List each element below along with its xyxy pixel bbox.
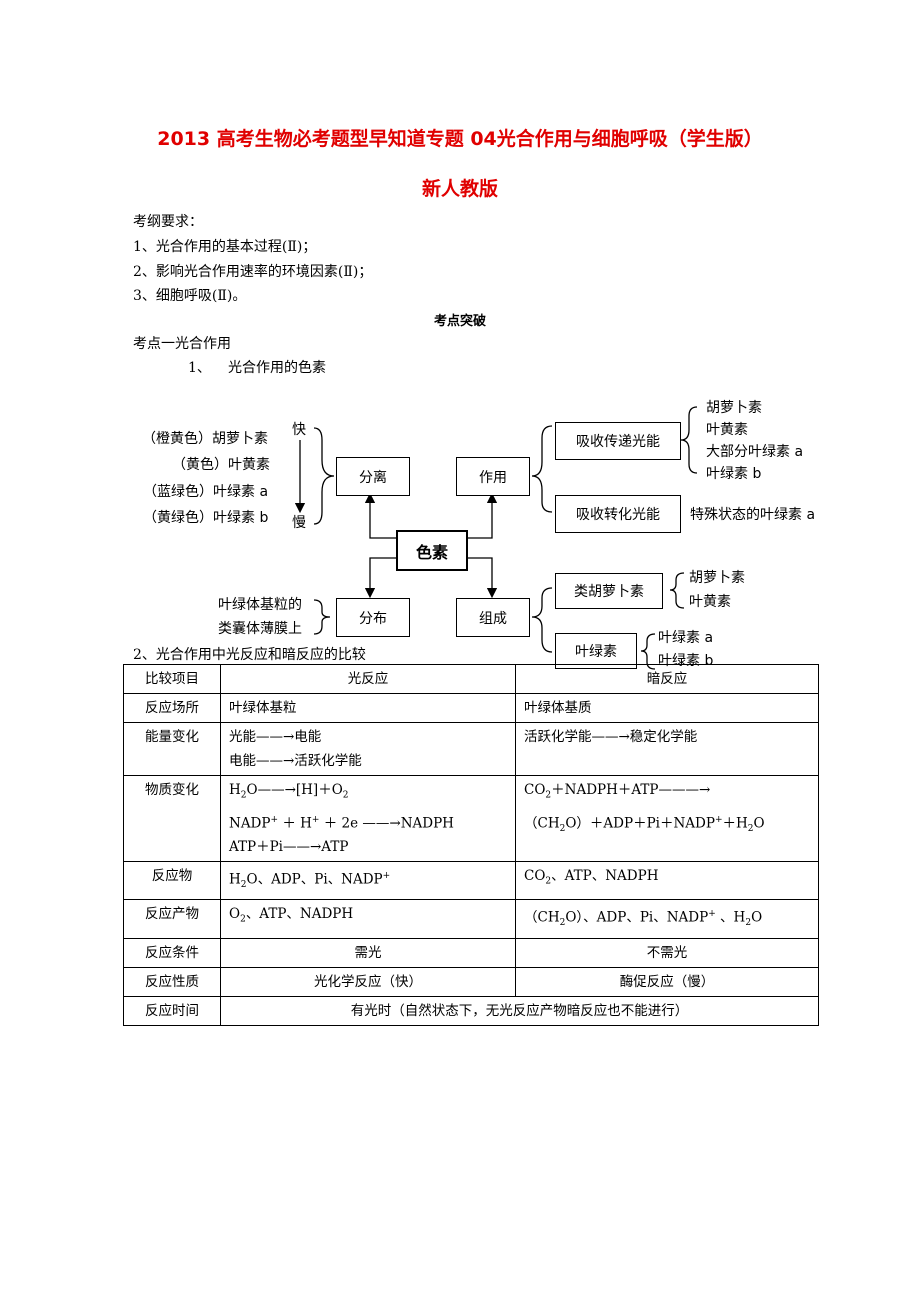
table-cell: 不需光 [515,937,819,968]
location-line-1: 叶绿体基粒的 [218,597,302,613]
requirements-heading: 考纲要求： [133,214,203,230]
distribution-box: 分布 [336,598,410,637]
table-cell: 光能——→电能 电能——→活跃化学能 [220,722,516,776]
table-row: 物质变化 H2O——→[H]＋O2 NADP+ ＋ H+ ＋ 2e ——→NAD… [123,774,819,863]
requirement-item: 1、光合作用的基本过程(Ⅱ)； [133,239,317,255]
pigment-center-box: 色素 [396,530,468,571]
subsection-number: 1、 [188,360,211,376]
table-cell: 反应产物 [123,899,221,939]
table-cell: （CH2O）、ADP、Pi、NADP+ 、H2O [515,899,819,939]
pigment-carotene-label: （橙黄色）胡萝卜素 [142,431,268,447]
table-cell: 叶绿体基质 [515,693,819,723]
table-row: 比较项目 光反应 暗反应 [123,664,819,694]
comparison-table: 比较项目 光反应 暗反应 反应场所 叶绿体基粒 叶绿体基质 能量变化 光能——→… [123,664,819,1026]
energy-light-line: 电能——→活跃化学能 [229,753,362,769]
table-cell: 反应性质 [123,966,221,997]
separation-box: 分离 [336,457,410,496]
point-title: 考点一光合作用 [133,336,231,352]
carotenoid-item: 叶黄素 [689,594,731,610]
transfer-item: 胡萝卜素 [706,400,762,416]
table-row: 反应性质 光化学反应（快） 酶促反应（慢） [123,966,819,997]
table-row: 反应时间 有光时（自然状态下，无光反应产物暗反应也不能进行） [123,995,819,1026]
requirement-item: 2、影响光合作用速率的环境因素(Ⅱ)； [133,264,373,280]
fast-label: 快 [292,422,306,438]
subsection-2-title: 2、光合作用中光反应和暗反应的比较 [133,647,366,663]
table-cell: 能量变化 [123,722,221,776]
table-cell: 需光 [220,937,516,968]
pigment-diagram-lines [294,406,698,670]
table-row: 能量变化 光能——→电能 电能——→活跃化学能 活跃化学能——→稳定化学能 [123,722,819,776]
matter-dark-line: CO2＋NADPH＋ATP———→ [524,782,711,801]
table-cell: H2O——→[H]＋O2 NADP+ ＋ H+ ＋ 2e ——→NADPH AT… [220,774,516,863]
table-header-cell: 暗反应 [515,664,819,694]
section-title: 考点突破 [433,314,486,329]
pigment-chlorophyll-b-label: （黄绿色）叶绿素 b [143,510,269,526]
transfer-item: 叶黄素 [706,422,748,438]
table-cell: 反应物 [123,861,221,901]
table-cell: O2、ATP、NADPH [220,899,516,939]
requirement-item: 3、细胞呼吸(Ⅱ)。 [133,288,247,304]
document-subtitle: 新人教版 [421,178,498,200]
table-cell: 反应条件 [123,937,221,968]
table-row: 反应产物 O2、ATP、NADPH （CH2O）、ADP、Pi、NADP+ 、H… [123,899,819,939]
matter-light-line: ATP＋Pi——→ATP [229,839,349,856]
document-title: 2013 高考生物必考题型早知道专题 04光合作用与细胞呼吸（学生版） [157,128,763,150]
table-cell: 有光时（自然状态下，无光反应产物暗反应也不能进行） [220,995,819,1026]
table-row: 反应条件 需光 不需光 [123,937,819,968]
table-row: 反应场所 叶绿体基粒 叶绿体基质 [123,693,819,723]
energy-light-line: 光能——→电能 [229,729,322,745]
carotenoid-item: 胡萝卜素 [689,570,745,586]
table-cell: 活跃化学能——→稳定化学能 [515,722,819,776]
table-cell: 叶绿体基粒 [220,693,516,723]
carotenoid-box: 类胡萝卜素 [555,573,663,609]
subsection-title: 光合作用的色素 [228,360,326,376]
chlorophyll-item: 叶绿素 a [658,630,714,646]
composition-box: 组成 [456,598,530,637]
table-cell: CO2、ATP、NADPH [515,861,819,901]
slow-label: 慢 [292,515,306,531]
matter-light-line: H2O——→[H]＋O2 [229,782,349,801]
table-header-cell: 光反应 [220,664,516,694]
table-header-cell: 比较项目 [123,664,221,694]
transfer-item: 大部分叶绿素 a [706,444,804,460]
table-cell: 酶促反应（慢） [515,966,819,997]
absorb-transfer-box: 吸收传递光能 [555,422,681,460]
transfer-item: 叶绿素 b [706,466,762,482]
table-cell: 反应时间 [123,995,221,1026]
table-cell: 光化学反应（快） [220,966,516,997]
absorb-convert-box: 吸收转化光能 [555,495,681,533]
table-cell: CO2＋NADPH＋ATP———→ （CH2O）＋ADP＋Pi＋NADP+＋H2… [515,774,819,863]
pigment-xanthophyll-label: （黄色）叶黄素 [172,457,270,473]
table-cell: H2O、ADP、Pi、NADP+ [220,861,516,901]
function-box: 作用 [456,457,530,496]
pigment-chlorophyll-a-label: （蓝绿色）叶绿素 a [143,484,269,500]
location-line-2: 类囊体薄膜上 [218,621,302,637]
matter-light-line: NADP+ ＋ H+ ＋ 2e ——→NADPH [229,814,454,832]
matter-dark-line: （CH2O）＋ADP＋Pi＋NADP+＋H2O [524,814,765,834]
table-cell: 物质变化 [123,774,221,863]
table-row: 反应物 H2O、ADP、Pi、NADP+ CO2、ATP、NADPH [123,861,819,901]
convert-item: 特殊状态的叶绿素 a [690,507,816,523]
table-cell: 反应场所 [123,693,221,723]
